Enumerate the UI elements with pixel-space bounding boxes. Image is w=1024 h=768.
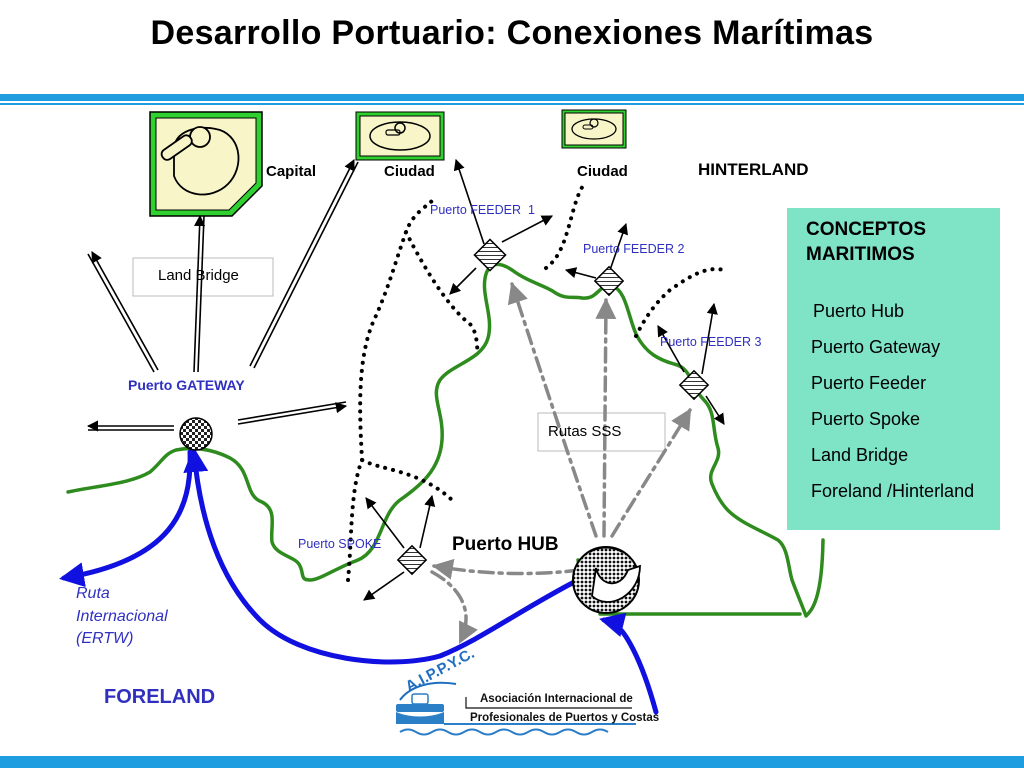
hinterland-label: HINTERLAND — [698, 160, 809, 179]
feeder-2-port-symbol — [593, 265, 625, 297]
land-bridge-label: Land Bridge — [158, 267, 239, 284]
concept-item: Foreland /Hinterland — [811, 481, 975, 501]
feeder-1-label: Puerto FEEDER 1 — [430, 203, 535, 217]
logo-line-1: Asociación Internacional de — [480, 693, 633, 705]
dotted-borders — [346, 180, 726, 582]
header-bar-thin — [0, 103, 1024, 105]
feeder-1-port-symbol — [473, 238, 507, 272]
header-bar — [0, 94, 1024, 101]
page-title: Desarrollo Portuario: Conexiones Marítim… — [150, 14, 874, 52]
ruta-internacional-label: (ERTW) — [76, 630, 133, 647]
capital-icon — [149, 111, 263, 217]
concepts-title-line: MARITIMOS — [806, 244, 915, 265]
capital-label: Capital — [266, 163, 316, 180]
hub-label: Puerto HUB — [452, 534, 559, 555]
concept-item: Puerto Spoke — [811, 409, 921, 429]
logo-letters: A.I.P.P.Y.C. — [403, 645, 477, 695]
concepts-panel — [787, 208, 1000, 530]
concepts-list: Puerto Hub Puerto Gateway Puerto Feeder … — [811, 298, 974, 514]
city-label: Ciudad — [384, 163, 435, 180]
city-icon — [561, 109, 627, 149]
hub-port-symbol — [572, 546, 641, 614]
feeder-3-label: Puerto FEEDER 3 — [660, 335, 761, 349]
feeder-3-port-symbol — [678, 369, 710, 401]
spoke-port-symbol — [396, 544, 428, 576]
feeder-2-label: Puerto FEEDER 2 — [583, 242, 684, 256]
concepts-panel-title: CONCEPTOS MARITIMOS — [806, 217, 926, 267]
concept-item: Land Bridge — [811, 445, 909, 465]
logo-line-2: Profesionales de Puertos y Costas — [470, 712, 659, 724]
concepts-title-line: CONCEPTOS — [806, 219, 927, 240]
land-arrows — [86, 158, 725, 601]
gateway-label: Puerto GATEWAY — [128, 377, 245, 393]
city-icon — [355, 111, 445, 161]
rutas-sss-label: Rutas SSS — [548, 423, 621, 440]
concept-item: Puerto Feeder — [811, 373, 927, 393]
footer-bar — [0, 756, 1024, 768]
city-label: Ciudad — [577, 163, 628, 180]
concept-item: Puerto Gateway — [811, 337, 941, 357]
ruta-internacional-label: Ruta — [76, 585, 110, 602]
concept-item: Puerto Hub — [813, 301, 905, 321]
spoke-label: Puerto SPOKE — [298, 537, 381, 551]
land-bridge-box — [132, 257, 274, 297]
ruta-internacional-label: Internacional — [76, 608, 168, 625]
sss-routes — [430, 282, 692, 644]
international-routes — [59, 447, 659, 715]
gateway-port-symbol — [179, 417, 213, 451]
foreland-label: FORELAND — [104, 686, 215, 708]
